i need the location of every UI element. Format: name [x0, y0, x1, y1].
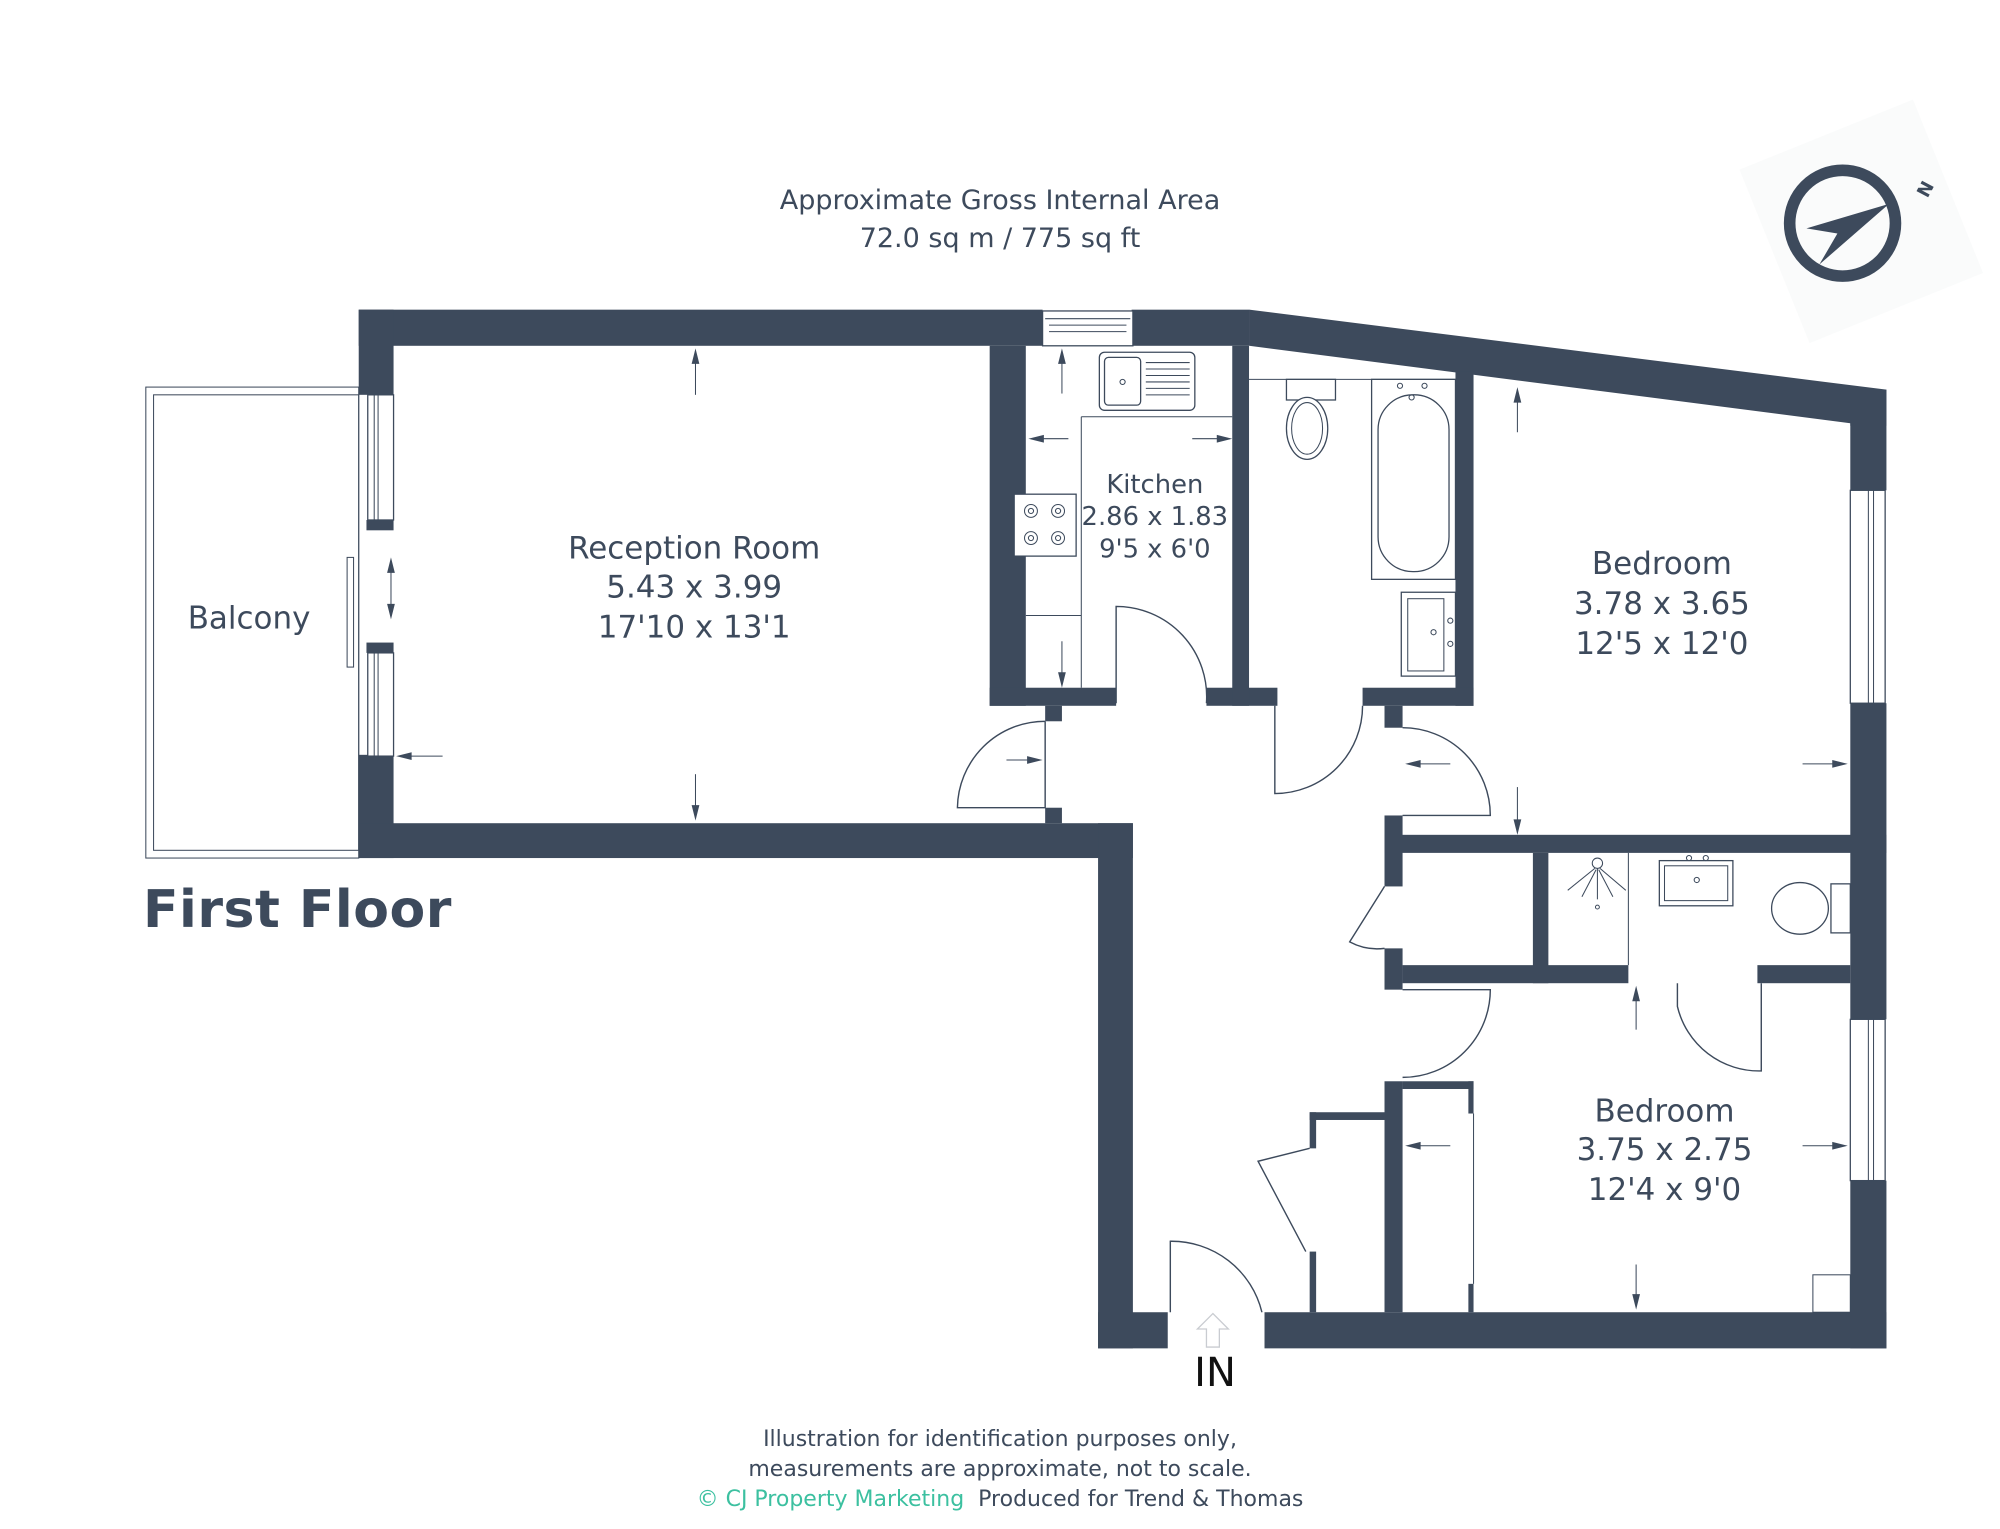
svg-text:5.43 x 3.99: 5.43 x 3.99	[606, 569, 782, 605]
svg-text:17'10 x 13'1: 17'10 x 13'1	[598, 609, 791, 645]
entrance-label: IN	[1194, 1350, 1236, 1396]
produced-for: Produced for Trend & Thomas	[978, 1487, 1304, 1512]
svg-text:12'5 x 12'0: 12'5 x 12'0	[1575, 626, 1748, 662]
svg-text:3.75 x 2.75: 3.75 x 2.75	[1577, 1132, 1753, 1168]
room-label-bedroom-2: Bedroom 3.75 x 2.75 12'4 x 9'0	[1577, 1093, 1753, 1208]
area-value: 72.0 sq m / 775 sq ft	[859, 223, 1141, 254]
compass-icon: N	[1783, 164, 1939, 282]
svg-text:9'5 x 6'0: 9'5 x 6'0	[1099, 534, 1211, 564]
room-label-bedroom-1: Bedroom 3.78 x 3.65 12'5 x 12'0	[1574, 546, 1750, 662]
svg-text:12'4 x 9'0: 12'4 x 9'0	[1588, 1172, 1741, 1208]
svg-text:2.86 x 1.83: 2.86 x 1.83	[1082, 502, 1229, 532]
dimension-arrows	[387, 348, 1848, 1310]
floor-title: First Floor	[143, 880, 452, 940]
svg-text:Balcony: Balcony	[188, 600, 311, 636]
svg-text:Reception Room: Reception Room	[568, 531, 820, 567]
doors	[956, 605, 1762, 1313]
entrance-arrow-icon	[1195, 1312, 1230, 1348]
kitchen-fixtures	[1013, 351, 1233, 688]
ensuite-fixtures	[1567, 852, 1851, 1313]
credits: © CJ Property Marketing Produced for Tre…	[0, 1485, 2000, 1515]
svg-text:Bedroom: Bedroom	[1595, 1093, 1735, 1129]
room-label-balcony: Balcony	[188, 600, 311, 636]
windows	[367, 310, 1886, 1182]
disclaimer-line-1: Illustration for identification purposes…	[763, 1427, 1237, 1452]
brand-credit: © CJ Property Marketing	[696, 1487, 965, 1512]
disclaimer-line-2: measurements are approximate, not to sca…	[748, 1457, 1252, 1482]
room-label-reception: Reception Room 5.43 x 3.99 17'10 x 13'1	[568, 531, 820, 646]
walls	[358, 309, 1887, 1349]
svg-text:Bedroom: Bedroom	[1592, 546, 1732, 582]
bathroom-fixtures	[1249, 378, 1457, 677]
svg-text:3.78 x 3.65: 3.78 x 3.65	[1574, 586, 1750, 622]
area-title: Approximate Gross Internal Area	[779, 185, 1221, 216]
room-label-kitchen: Kitchen 2.86 x 1.83 9'5 x 6'0	[1082, 470, 1229, 565]
balcony	[145, 386, 360, 859]
svg-text:Kitchen: Kitchen	[1106, 470, 1203, 500]
